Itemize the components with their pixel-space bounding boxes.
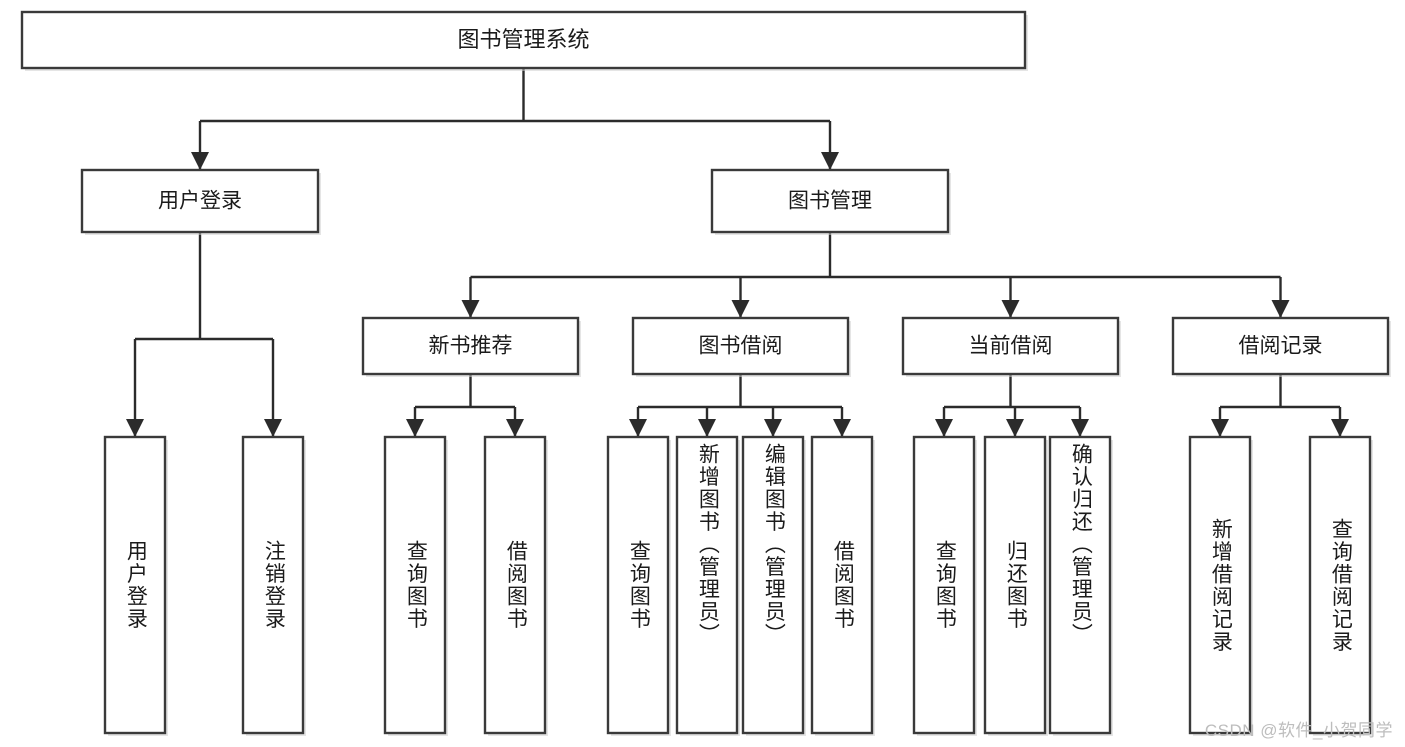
arrow-head-icon [833, 419, 851, 437]
edges-layer [126, 68, 1349, 437]
edge-group-book-management [461, 232, 1290, 318]
node-label-user-login: 用户登录 [158, 190, 242, 213]
node-user-login[interactable] [80, 168, 321, 235]
node-leaf-borrow-book[interactable] [810, 435, 875, 736]
node-label-book-management: 图书管理 [788, 190, 872, 213]
arrow-head-icon [126, 419, 144, 437]
node-label-root: 图书管理系统 [457, 27, 589, 52]
node-leaf-query-book-recommend[interactable] [383, 435, 448, 736]
edge-group-root [191, 68, 839, 170]
arrow-head-icon [406, 419, 424, 437]
node-label-borrow-records: 借阅记录 [1239, 335, 1323, 358]
arrow-head-icon [698, 419, 716, 437]
arrow-head-icon [821, 152, 839, 170]
node-leaf-return-book[interactable] [983, 435, 1048, 736]
edge-group-borrow-records [1211, 374, 1349, 437]
node-leaf-user-login[interactable] [103, 435, 168, 736]
arrow-head-icon [935, 419, 953, 437]
arrow-head-icon [461, 300, 480, 318]
node-new-book-recommend[interactable] [361, 316, 581, 377]
arrow-head-icon [264, 419, 282, 437]
node-label-current-borrow: 当前借阅 [969, 335, 1053, 358]
node-leaf-logout-login[interactable] [241, 435, 306, 736]
arrow-head-icon [1001, 300, 1020, 318]
arrow-head-icon [1211, 419, 1229, 437]
node-book-management[interactable] [710, 168, 951, 235]
arrow-head-icon [1071, 419, 1089, 437]
node-leaf-query-book-current[interactable] [912, 435, 977, 736]
edge-group-current-borrow [935, 374, 1089, 437]
node-book-borrow[interactable] [631, 316, 851, 377]
node-label-new-book-recommend: 新书推荐 [429, 335, 513, 358]
watermark: CSDN @软件_小贺同学 [1204, 721, 1393, 740]
arrow-head-icon [1271, 300, 1290, 318]
edge-group-book-borrow [629, 374, 851, 437]
node-leaf-edit-book-admin[interactable] [741, 435, 806, 736]
arrow-head-icon [1006, 419, 1024, 437]
node-borrow-records[interactable] [1171, 316, 1391, 377]
arrow-head-icon [764, 419, 782, 437]
node-root[interactable] [20, 10, 1028, 71]
arrow-head-icon [731, 300, 750, 318]
node-label-book-borrow: 图书借阅 [699, 335, 783, 358]
edge-group-new-book-recommend [406, 374, 524, 437]
arrow-head-icon [1331, 419, 1349, 437]
node-leaf-add-borrow-record[interactable] [1188, 435, 1253, 736]
arrow-head-icon [191, 152, 209, 170]
node-leaf-borrow-book-recommend[interactable] [483, 435, 548, 736]
node-leaf-query-book-borrow[interactable] [606, 435, 671, 736]
node-leaf-query-borrow-record[interactable] [1308, 435, 1373, 736]
arrow-head-icon [506, 419, 524, 437]
node-leaf-confirm-return-admin[interactable] [1048, 435, 1113, 736]
boxes-layer [20, 10, 1391, 736]
node-current-borrow[interactable] [901, 316, 1121, 377]
node-leaf-add-book-admin[interactable] [675, 435, 740, 736]
edge-group-user-login [126, 232, 282, 437]
arrow-head-icon [629, 419, 647, 437]
